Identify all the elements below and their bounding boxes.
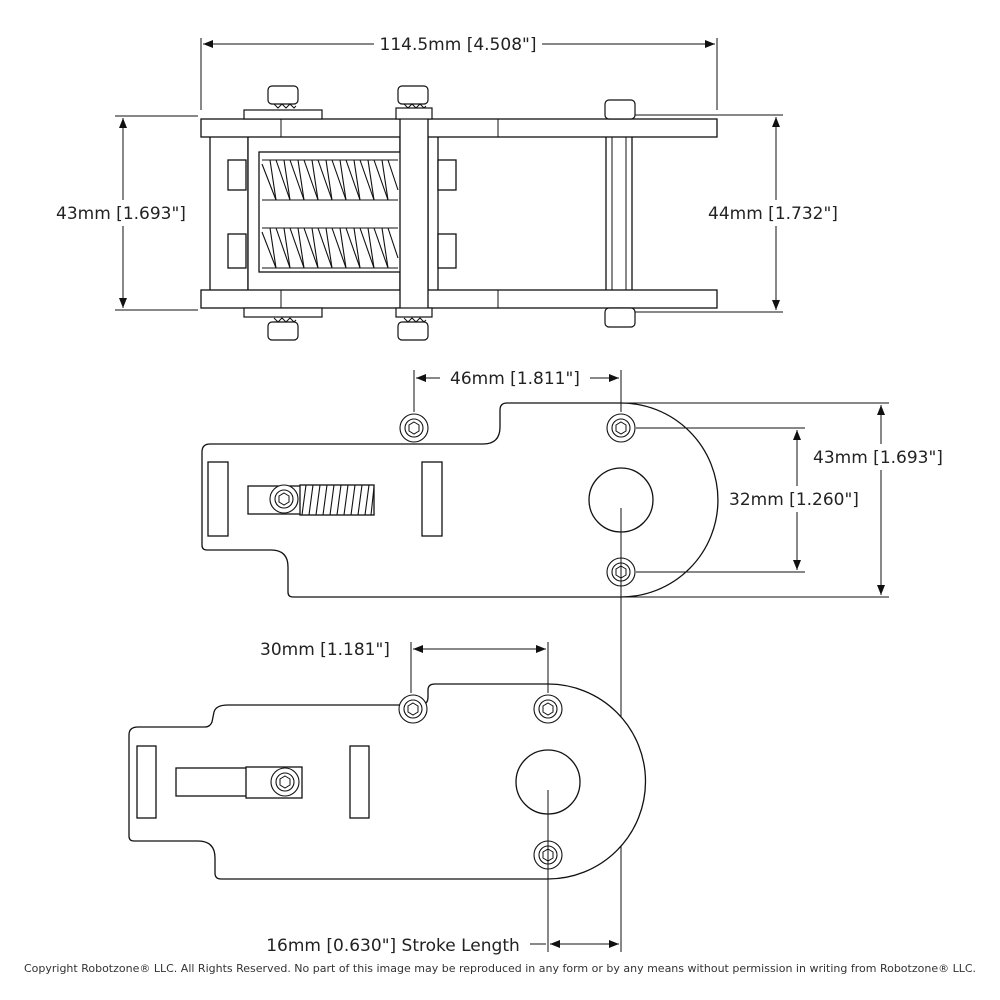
hole-hub-top bbox=[606, 413, 636, 443]
spring-upper bbox=[261, 159, 399, 201]
lead-screw-threads bbox=[299, 484, 375, 516]
screw-top-right bbox=[604, 99, 636, 120]
dimension-height-left: 43mm [1.693"] bbox=[50, 118, 190, 308]
screw-top-middle bbox=[395, 85, 433, 120]
hole-left-ret bbox=[398, 694, 428, 724]
dimension-stroke-length: 16mm [0.630"] Stroke Length bbox=[266, 936, 619, 956]
hole-hub-top-ret bbox=[533, 694, 563, 724]
plate-height-label: 43mm [1.693"] bbox=[813, 448, 943, 468]
height-right-label: 44mm [1.732"] bbox=[708, 204, 838, 224]
screw-bottom-middle bbox=[395, 307, 433, 341]
top-view: 114.5mm [4.508"] 43mm [1.693"] 44mm [1.7… bbox=[50, 35, 844, 341]
height-left-label: 43mm [1.693"] bbox=[56, 204, 186, 224]
dimension-hole-spacing-retracted: 30mm [1.181"] bbox=[260, 640, 546, 660]
hole-spacing-extended-label: 46mm [1.811"] bbox=[450, 369, 580, 389]
spring-lower bbox=[261, 227, 399, 269]
overall-length-label: 114.5mm [4.508"] bbox=[380, 35, 537, 55]
hub-hole-spacing-label: 32mm [1.260"] bbox=[729, 490, 859, 510]
side-view-retracted: 30mm [1.181"] 16mm [0.630"] Stroke Lengt… bbox=[128, 640, 647, 956]
screw-top-left bbox=[243, 85, 323, 120]
dimension-plate-height: 43mm [1.693"] bbox=[808, 405, 948, 595]
screw-bottom-left bbox=[243, 307, 323, 341]
screw-bottom-right bbox=[604, 307, 636, 328]
socket-screw-mid bbox=[269, 484, 299, 514]
copyright-notice: Copyright Robotzone® LLC. All Rights Res… bbox=[23, 962, 977, 975]
dimension-height-right: 44mm [1.732"] bbox=[704, 117, 844, 310]
hole-left-ext bbox=[399, 413, 429, 443]
dimension-hole-spacing-extended: 46mm [1.811"] bbox=[416, 369, 619, 389]
dimension-hub-hole-spacing: 32mm [1.260"] bbox=[724, 430, 864, 570]
socket-screw-low bbox=[270, 767, 300, 797]
hole-spacing-retracted-label: 30mm [1.181"] bbox=[260, 640, 390, 660]
dimension-overall-length: 114.5mm [4.508"] bbox=[203, 35, 715, 55]
stroke-length-label: 16mm [0.630"] Stroke Length bbox=[266, 936, 520, 956]
